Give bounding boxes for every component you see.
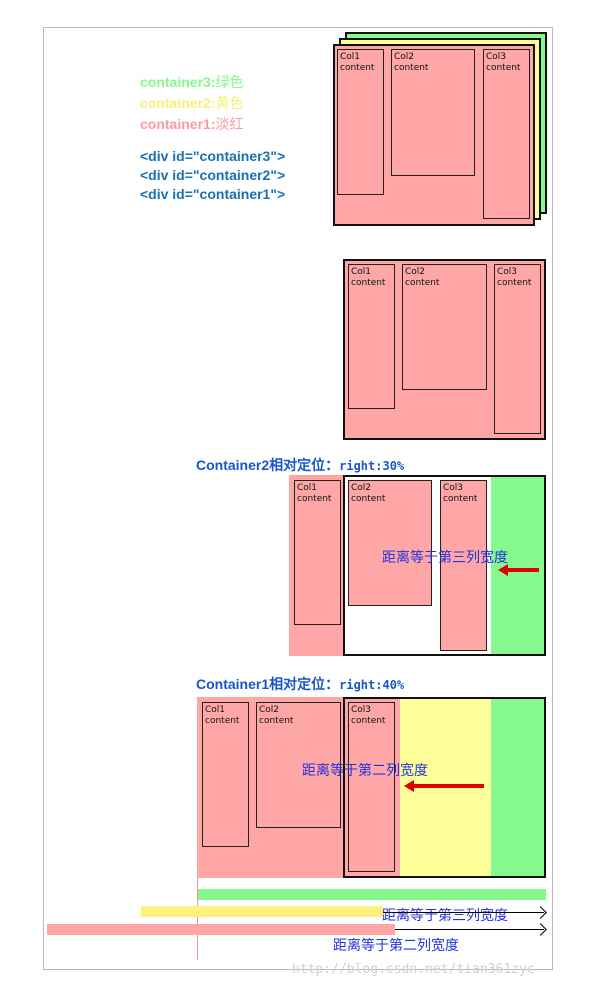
final-outline xyxy=(343,697,546,878)
code-line-container3: <div id="container3"> xyxy=(140,148,286,164)
legend-container3: container3:绿色 xyxy=(140,74,244,91)
annotation-third-col-width-2: 距离等于第三列宽度 xyxy=(382,908,508,924)
red-arrow-1 xyxy=(508,568,539,572)
bar-pink xyxy=(47,924,395,935)
legend-container2: container2:黄色 xyxy=(140,95,244,112)
watermark: http://blog.csdn.net/tian361zyc xyxy=(292,962,535,977)
bar-yellow xyxy=(141,906,383,917)
arrow-line-1 xyxy=(383,912,544,913)
section-container2-heading: Container2相对定位：right:30% xyxy=(196,457,405,474)
arrow-line-2 xyxy=(395,929,544,930)
code-line-container1: <div id="container1"> xyxy=(140,186,286,202)
annotation-second-col-width-1: 距离等于第二列宽度 xyxy=(302,763,428,779)
final-container3-green xyxy=(491,697,546,878)
annotation-third-col-width-1: 距离等于第三列宽度 xyxy=(382,550,508,566)
legend-container1: container1:淡红 xyxy=(140,116,244,133)
annotation-second-col-width-2: 距离等于第二列宽度 xyxy=(333,938,459,954)
red-arrow-head-1 xyxy=(498,564,508,576)
reference-vertical-line xyxy=(197,878,198,960)
code-line-container2: <div id="container2"> xyxy=(140,167,286,183)
shifted-container2-outline xyxy=(343,475,546,656)
red-arrow-head-2 xyxy=(404,780,414,792)
section-container1-heading: Container1相对定位：right:40% xyxy=(196,676,405,693)
bar-green xyxy=(198,889,546,900)
red-arrow-2 xyxy=(414,784,484,788)
